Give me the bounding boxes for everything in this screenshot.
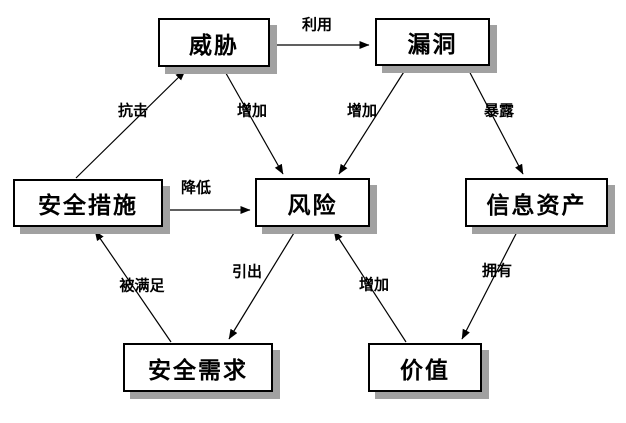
edge-label-reduce: 降低: [180, 178, 212, 197]
edge-possess-line: [461, 227, 520, 340]
edge-label-increase-vuln: 增加: [346, 101, 378, 120]
edge-increase-threat-risk-line: [222, 67, 284, 175]
edge-increase-value-risk-line: [333, 230, 407, 343]
edge-label-possess: 拥有: [481, 261, 513, 280]
edge-resist-line: [75, 70, 186, 179]
edge-lead-line: [228, 227, 298, 340]
edge-label-resist: 抗击: [117, 101, 149, 120]
edge-increase-vuln-risk-line: [338, 66, 408, 175]
edge-satisfied-line: [94, 230, 172, 343]
node-value: 价值: [368, 343, 482, 392]
node-threat: 威胁: [158, 18, 270, 67]
edge-label-expose: 暴露: [483, 101, 515, 120]
edge-label-increase-value: 增加: [358, 275, 390, 294]
edge-label-lead-to: 引出: [231, 262, 263, 281]
edge-label-satisfied: 被满足: [119, 276, 165, 295]
edge-label-increase-threat: 增加: [236, 101, 268, 120]
edge-expose-line: [466, 66, 524, 175]
node-information-assets: 信息资产: [465, 178, 608, 227]
edge-label-exploit: 利用: [301, 15, 333, 34]
node-security-measures: 安全措施: [13, 179, 163, 227]
node-vulnerability: 漏洞: [375, 18, 490, 66]
node-security-requirements: 安全需求: [123, 343, 273, 392]
node-risk: 风险: [255, 178, 370, 227]
